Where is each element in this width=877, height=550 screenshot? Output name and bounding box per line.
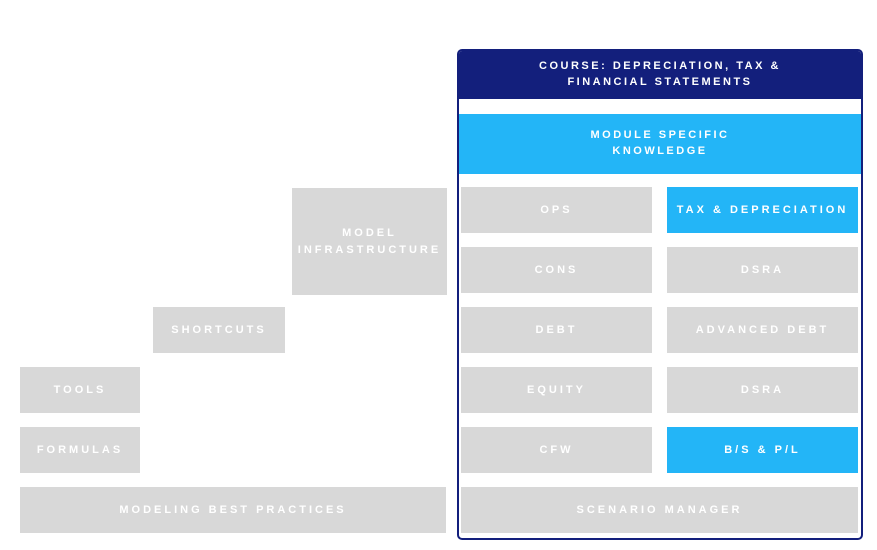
module-box-cfw: CFW	[461, 427, 652, 473]
course-panel: COURSE: DEPRECIATION, TAX & FINANCIAL ST…	[457, 49, 863, 540]
module-box-advanced-debt: ADVANCED DEBT	[667, 307, 858, 353]
module-box-dsra-2: DSRA	[667, 367, 858, 413]
module-box-cons: CONS	[461, 247, 652, 293]
module-box-debt: DEBT	[461, 307, 652, 353]
foundation-box-shortcuts: SHORTCUTS	[153, 307, 285, 353]
course-title-bar: COURSE: DEPRECIATION, TAX & FINANCIAL ST…	[459, 51, 861, 99]
foundation-box-model-infrastructure: MODEL INFRASTRUCTURE	[292, 188, 447, 295]
module-box-dsra-1: DSRA	[667, 247, 858, 293]
foundation-box-modeling-best-practices: MODELING BEST PRACTICES	[20, 487, 446, 533]
module-box-tax-and-depreciation: TAX & DEPRECIATION	[667, 187, 858, 233]
module-box-bs-and-pl: B/S & P/L	[667, 427, 858, 473]
module-box-ops: OPS	[461, 187, 652, 233]
foundation-box-formulas: FORMULAS	[20, 427, 140, 473]
module-box-equity: EQUITY	[461, 367, 652, 413]
module-box-scenario-manager: SCENARIO MANAGER	[461, 487, 858, 533]
module-specific-knowledge-bar: MODULE SPECIFIC KNOWLEDGE	[459, 114, 861, 174]
foundation-box-tools: TOOLS	[20, 367, 140, 413]
